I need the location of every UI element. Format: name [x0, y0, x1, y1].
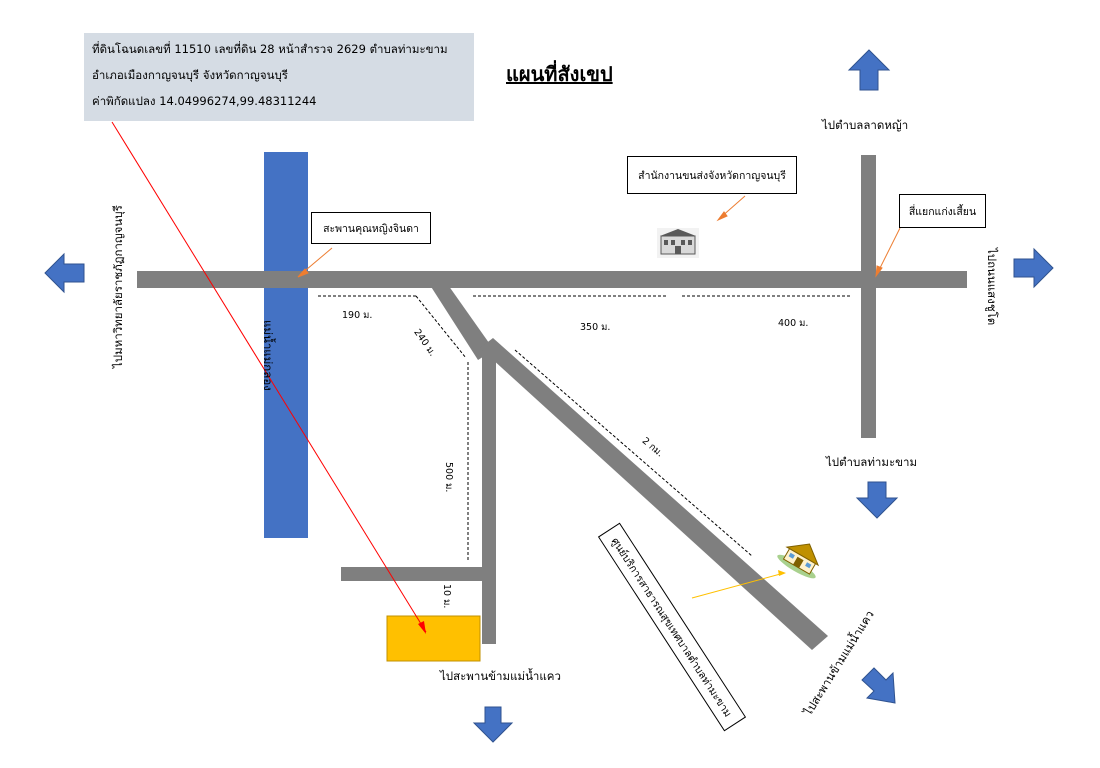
diagonal-road-lower: [480, 338, 828, 650]
intersection-pointer: [876, 227, 901, 275]
office-pointer-head: [716, 211, 728, 222]
vertical-road-to-plot: [482, 352, 496, 644]
building-icon: [657, 228, 699, 258]
label-bottom-center: ไปสะพานข้ามแม่น้ำแคว: [440, 669, 561, 683]
river: [264, 152, 308, 538]
red-pointer-head: [418, 621, 426, 634]
arrow-right-icon: [1013, 247, 1054, 289]
arrow-up-icon: [847, 49, 891, 91]
roads: [137, 155, 967, 650]
health-pointer-head: [778, 570, 786, 576]
distance-350: 350 ม.: [580, 322, 611, 333]
diagonal-road-upper: [428, 282, 494, 360]
arrow-down-icon: [855, 481, 899, 519]
info-line-district: อำเภอเมืองกาญจนบุรี จังหวัดกาญจนบุรี: [92, 68, 288, 82]
label-south-right: ไปตำบลท่ามะขาม: [826, 455, 918, 469]
callout-intersection: สี่แยกแก่งเสี้ยน: [899, 194, 986, 228]
arrow-left-icon: [44, 252, 85, 294]
distance-lines: [318, 295, 852, 560]
map-title: แผนที่สังเขป: [506, 62, 613, 86]
distance-10: 10 ม.: [441, 584, 452, 609]
bridge-pointer-head: [297, 268, 309, 278]
health-pointer: [691, 572, 785, 599]
arrow-down-icon: [472, 706, 514, 743]
dash-2km: [514, 349, 753, 557]
land-plot: [386, 615, 481, 662]
label-east: ไปถนนแสงชูโต: [985, 248, 999, 326]
arrow-down-icon: [861, 667, 896, 704]
info-line-deed: ที่ดินโฉนดเลขที่ 11510 เลขที่ดิน 28 หน้า…: [92, 42, 448, 56]
label-west: ไปมหาวิทยาลัยราชภัฏกาญจนบุรี: [111, 205, 125, 368]
intersection-pointer-head: [875, 265, 883, 278]
red-pointer-line: [111, 121, 427, 633]
dash-240: [415, 295, 467, 359]
label-river: แม่น้ำแม่กลอง: [261, 320, 275, 391]
north-south-road: [861, 155, 876, 438]
main-road: [137, 271, 967, 288]
distance-190: 190 ม.: [342, 310, 373, 321]
house-icon: [777, 543, 820, 579]
info-line-coordinates: ค่าพิกัดแปลง 14.04996274,99.48311244: [92, 94, 317, 108]
info-box: ที่ดินโฉนดเลขที่ 11510 เลขที่ดิน 28 หน้า…: [84, 33, 474, 121]
side-road: [341, 567, 486, 581]
distance-500: 500 ม.: [443, 462, 454, 493]
callout-bridge: สะพานคุณหญิงจินดา: [311, 212, 431, 244]
callout-transport-office: สำนักงานขนส่งจังหวัดกาญจนบุรี: [627, 156, 797, 194]
label-north: ไปตำบลลาดหญ้า: [822, 118, 909, 132]
distance-400: 400 ม.: [778, 318, 809, 329]
